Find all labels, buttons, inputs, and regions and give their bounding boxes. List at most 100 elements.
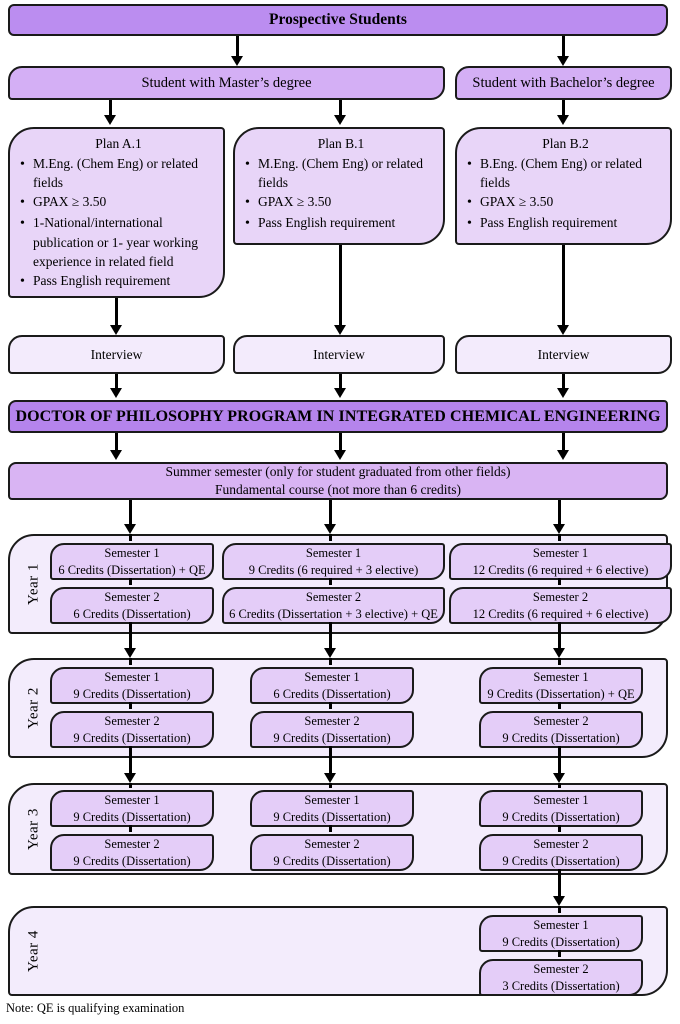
interview-label: Interview [313,346,365,362]
semester-credits: 6 Credits (Dissertation) [73,606,191,621]
flow-arrow-line [561,100,565,115]
arrow-head-icon [553,648,565,658]
bullet-icon [467,154,480,192]
bullet-icon [467,213,480,234]
flow-arrow-line [108,100,112,115]
arrow-head-icon [557,56,569,66]
bullet-icon [20,271,33,292]
y3-plan-a1-sem2-box: Semester 2 9 Credits (Dissertation) [50,834,214,871]
y1-plan-a1-sem2-box: Semester 2 6 Credits (Dissertation) [50,587,214,624]
semester-title: Semester 2 [533,962,589,977]
year-1-label: Year 1 [25,563,42,605]
semester-credits: 9 Credits (Dissertation) [273,730,391,745]
semester-credits: 9 Credits (Dissertation) [73,809,191,824]
flow-arrow-line [114,374,118,388]
y1-plan-b1-sem2-box: Semester 2 6 Credits (Dissertation + 3 e… [222,587,445,624]
plan-b1-bullet: GPAX ≥ 3.50 [245,192,437,213]
semester-title: Semester 1 [104,670,160,685]
flow-arrow-line [128,746,132,773]
y4-plan-b2-sem1-box: Semester 1 9 Credits (Dissertation) [479,915,643,952]
flow-connector-line [128,578,132,585]
semester-title: Semester 1 [304,670,360,685]
flow-arrow-line [128,622,132,648]
arrow-head-icon [124,773,136,783]
flow-arrow-line [114,433,118,450]
y1-plan-a1-sem1-box: Semester 1 6 Credits (Dissertation) + QE [50,543,214,580]
flow-connector-line [557,783,561,788]
semester-credits: 9 Credits (Dissertation) [273,853,391,868]
bullet-icon [245,192,258,213]
semester-title: Semester 1 [104,793,160,808]
flow-connector-line [557,702,561,709]
flow-arrow-line [328,746,332,773]
semester-credits: 9 Credits (Dissertation) [502,853,620,868]
flow-arrow-line [128,500,132,524]
arrow-head-icon [334,388,346,398]
semester-credits: 9 Credits (Dissertation) [273,809,391,824]
flow-arrow-line [561,36,565,56]
arrow-head-icon [553,896,565,906]
arrow-head-icon [324,524,336,534]
y2-plan-b1-sem2-box: Semester 2 9 Credits (Dissertation) [250,711,414,748]
arrow-head-icon [124,524,136,534]
flow-arrow-line [235,36,239,56]
arrow-head-icon [104,115,116,125]
flow-arrow-line [338,433,342,450]
bullet-icon [20,213,33,270]
flow-arrow-line [561,374,565,388]
semester-credits: 9 Credits (Dissertation) [502,809,620,824]
arrow-head-icon [557,450,569,460]
semester-title: Semester 1 [104,546,160,561]
interview-box-b2: Interview [455,335,672,374]
y1-plan-b1-sem1-box: Semester 1 9 Credits (6 required + 3 ele… [222,543,445,580]
year-4-label: Year 4 [25,930,42,972]
y1-plan-b2-sem1-box: Semester 1 12 Credits (6 required + 6 el… [449,543,672,580]
bullet-icon [467,192,480,213]
arrow-head-icon [324,648,336,658]
y2-plan-b2-sem2-box: Semester 2 9 Credits (Dissertation) [479,711,643,748]
flow-connector-line [557,825,561,832]
flow-arrow-line [557,500,561,524]
flow-arrow-line [557,622,561,648]
flow-arrow-line [338,245,342,325]
flow-connector-line [557,534,561,541]
summer-semester-box: Summer semester (only for student gradua… [8,462,668,500]
flow-arrow-line [561,433,565,450]
semester-credits: 6 Credits (Dissertation + 3 elective) + … [229,606,438,621]
arrow-head-icon [110,388,122,398]
semester-credits: 6 Credits (Dissertation) + QE [58,562,206,577]
plan-b2-title: Plan B.2 [542,136,589,151]
summer-line-1: Summer semester (only for student gradua… [165,463,511,479]
y2-plan-b1-sem1-box: Semester 1 6 Credits (Dissertation) [250,667,414,704]
bullet-icon [245,154,258,192]
year-4-panel: Year 4 Semester 1 9 Credits (Dissertatio… [8,906,668,996]
arrow-head-icon [231,56,243,66]
plan-b1-bullet: M.Eng. (Chem Eng) or related fields [245,154,437,192]
semester-title: Semester 1 [533,670,589,685]
bachelors-degree-box: Student with Bachelor’s degree [455,66,672,100]
year-1-panel: Year 1 Semester 1 6 Credits (Dissertatio… [8,534,672,634]
arrow-head-icon [334,115,346,125]
semester-credits: 9 Credits (Dissertation) + QE [487,686,635,701]
semester-credits: 12 Credits (6 required + 6 elective) [472,606,649,621]
flow-connector-line [328,578,332,585]
semester-title: Semester 2 [533,837,589,852]
plan-b1-box: Plan B.1 M.Eng. (Chem Eng) or related fi… [233,127,445,245]
arrow-head-icon [110,450,122,460]
summer-line-2: Fundamental course (not more than 6 cred… [215,482,461,497]
semester-title: Semester 2 [104,837,160,852]
semester-credits: 9 Credits (6 required + 3 elective) [248,562,419,577]
plan-b2-bullet: B.Eng. (Chem Eng) or related fields [467,154,664,192]
semester-title: Semester 2 [533,714,589,729]
arrow-head-icon [324,773,336,783]
prospective-students-label: Prospective Students [269,11,407,28]
semester-title: Semester 1 [533,918,589,933]
flow-connector-line [328,702,332,709]
flow-arrow-line [328,500,332,524]
arrow-head-icon [553,773,565,783]
y3-plan-b2-sem2-box: Semester 2 9 Credits (Dissertation) [479,834,643,871]
plan-a1-bullet: Pass English requirement [20,271,217,292]
interview-label: Interview [537,346,590,362]
semester-credits: 9 Credits (Dissertation) [73,730,191,745]
plan-b1-title: Plan B.1 [317,136,365,151]
